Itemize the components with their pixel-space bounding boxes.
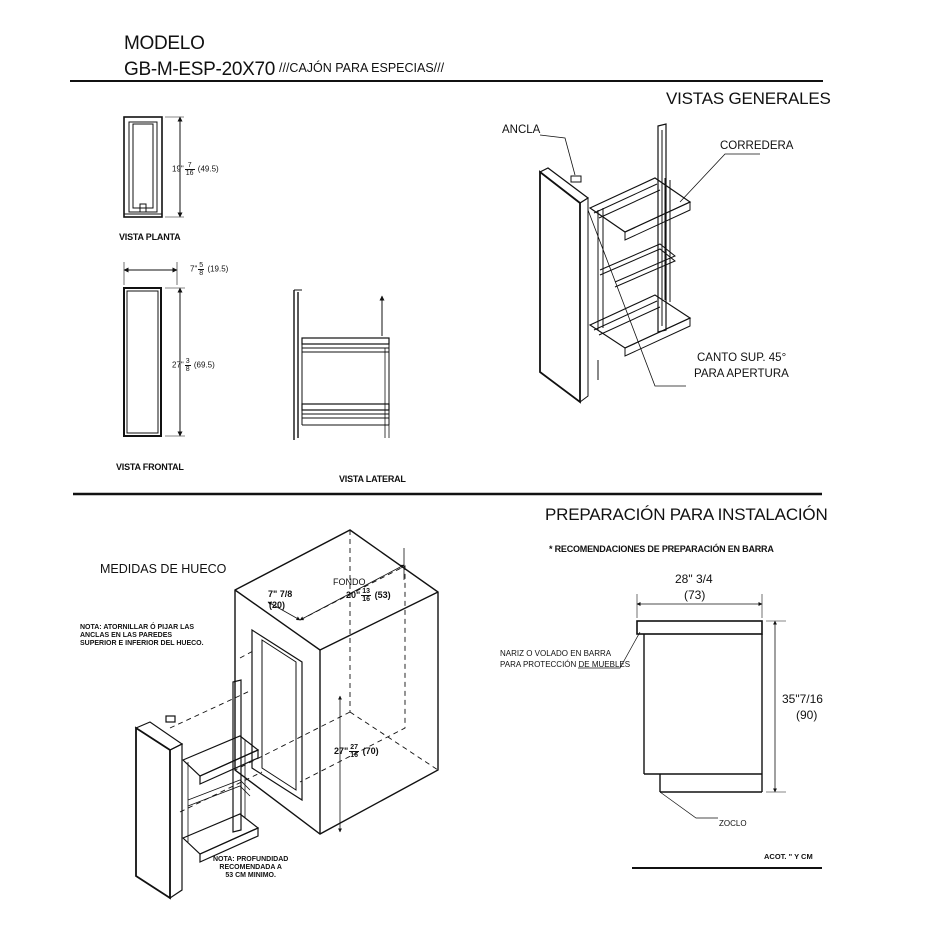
front-width-denominator: 8 — [199, 270, 204, 277]
bar-drawing — [578, 594, 786, 819]
front-height-denominator: 8 — [185, 366, 190, 373]
opening-width-in: 7" 7/8 — [268, 589, 293, 599]
opening-depth-label: FONDO — [333, 577, 366, 587]
opening-title: MEDIDAS DE HUECO — [100, 562, 227, 576]
edge-label-line2: PARA APERTURA — [694, 368, 789, 380]
iso-unit-drawing — [538, 123, 760, 404]
front-height-whole: 27" — [172, 360, 184, 370]
opening-depth-cm: (53) — [374, 589, 391, 600]
bar-width-in: 28" 3/4 — [675, 572, 713, 586]
edge-label-line1: CANTO SUP. 45° — [697, 352, 787, 364]
depth-note-line3: 53 CM MINIMO. — [225, 872, 276, 880]
bar-height-in: 35"7/16 — [782, 692, 823, 706]
opening-depth-denominator: 16 — [362, 596, 371, 603]
depth-note-line2: RECOMENDADA A — [219, 864, 282, 872]
front-height-numerator: 3 — [184, 358, 191, 366]
anchor-note-line2: ANCLAS EN LAS PAREDES — [80, 632, 173, 640]
side-view-label: VISTA LATERAL — [339, 474, 406, 484]
opening-depth-whole: 20" — [346, 589, 361, 600]
bar-recommendation: * RECOMENDACIONES DE PREPARACIÓN EN BARR… — [549, 544, 774, 554]
plan-dim-cm: (49.5) — [197, 164, 219, 174]
opening-box-drawing — [169, 529, 439, 835]
model-label: MODELO — [124, 33, 205, 54]
opening-height-whole: 27" — [334, 745, 349, 756]
anchor-note-line1: NOTA: ATORNILLAR Ó PIJAR LAS — [80, 624, 195, 631]
insert-drawing — [134, 679, 260, 900]
plan-dim-denominator: 16 — [185, 170, 194, 177]
front-width-whole: 7" — [190, 264, 198, 274]
opening-height-numerator: 27 — [349, 744, 360, 752]
plinth-label: ZOCLO — [719, 819, 747, 828]
front-width-numerator: 5 — [198, 262, 205, 270]
side-view-drawing — [293, 289, 390, 440]
depth-note-line1: NOTA: PROFUNDIDAD — [213, 856, 289, 863]
anchor-note: NOTA: ATORNILLAR Ó PIJAR LAS ANCLAS EN L… — [80, 624, 204, 648]
units-note: ACOT. " Y CM — [764, 852, 813, 861]
front-view-label: VISTA FRONTAL — [116, 462, 184, 472]
front-view-drawing — [123, 262, 185, 437]
general-views-title: VISTAS GENERALES — [666, 89, 831, 108]
opening-depth-numerator: 13 — [361, 588, 372, 596]
depth-note: NOTA: PROFUNDIDAD RECOMENDADA A 53 CM MI… — [213, 856, 288, 880]
bar-height-cm: (90) — [796, 708, 818, 722]
model-description: ///CAJÓN PARA ESPECIAS/// — [279, 61, 445, 75]
plan-dim-numerator: 7 — [184, 162, 195, 170]
opening-width-cm: (20) — [269, 600, 286, 610]
opening-height-cm: (70) — [362, 745, 379, 756]
front-height-cm: (69.5) — [193, 360, 215, 370]
plan-dim-whole: 19" — [172, 164, 184, 174]
bar-nose-note-line1: NARIZ O VOLADO EN BARRA — [500, 649, 612, 658]
bar-width-cm: (73) — [684, 588, 706, 602]
installation-title: PREPARACIÓN PARA INSTALACIÓN — [545, 505, 828, 524]
anchor-note-line3: SUPERIOR E INFERIOR DEL HUECO. — [80, 640, 204, 648]
bar-nose-note-line2: PARA PROTECCIÓN DE MUEBLES — [500, 660, 631, 669]
front-width-cm: (19.5) — [207, 264, 229, 274]
plan-view-label: VISTA PLANTA — [119, 232, 181, 242]
opening-height-denominator: 16 — [350, 752, 359, 759]
slide-label: CORREDERA — [720, 140, 794, 152]
plan-view-drawing — [123, 116, 184, 218]
anchor-label: ANCLA — [502, 124, 541, 136]
model-code: GB-M-ESP-20X70 — [124, 59, 276, 80]
